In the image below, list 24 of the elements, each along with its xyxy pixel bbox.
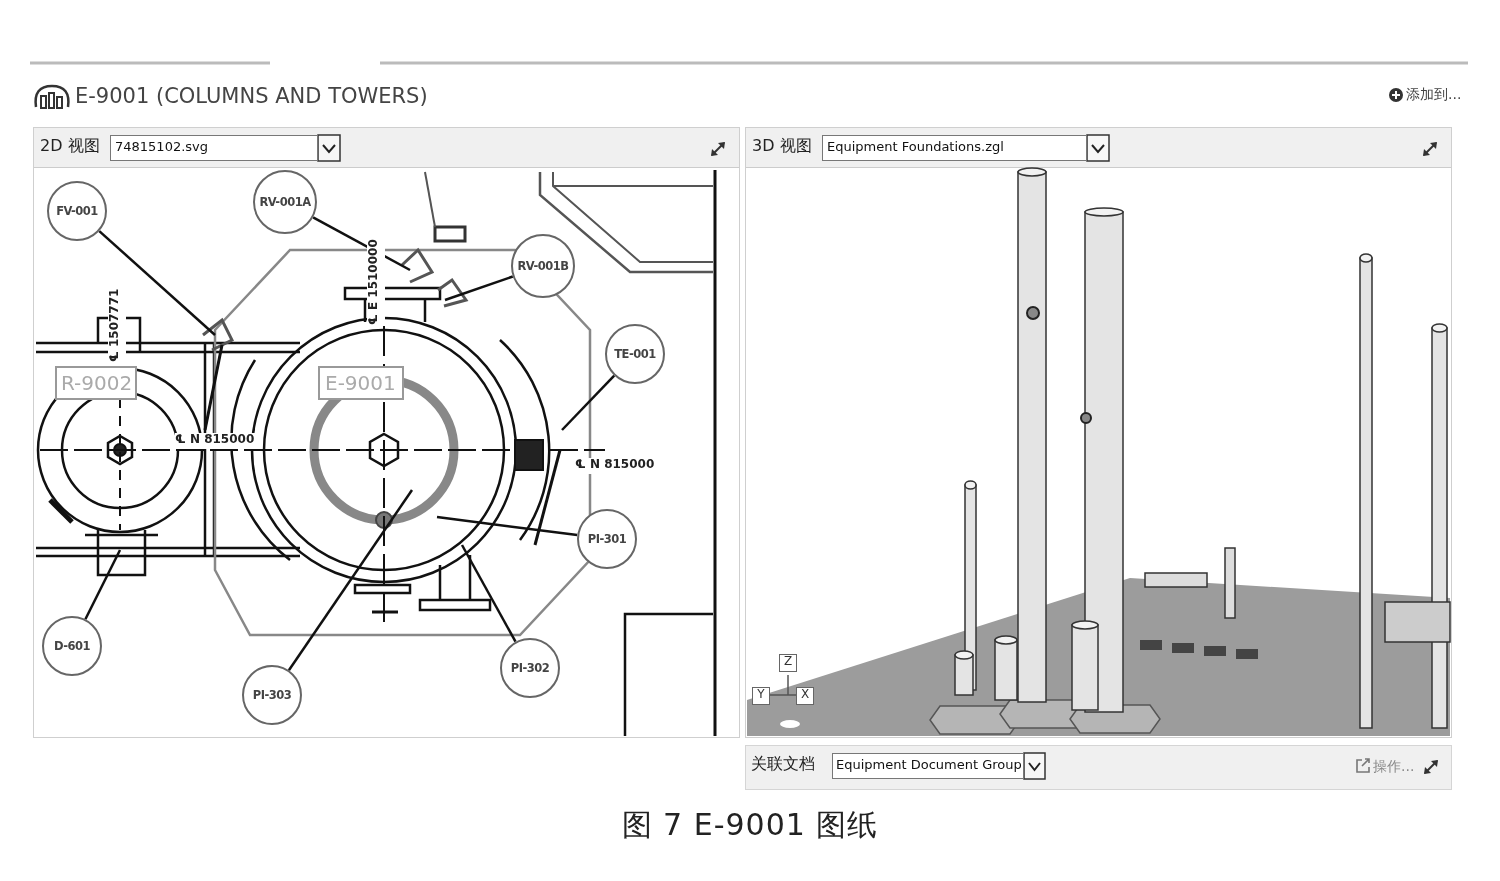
leader-line [460, 544, 517, 643]
axis-label: Y [752, 687, 770, 705]
tag-label: R-9002 [55, 366, 137, 400]
leader-line [561, 374, 616, 431]
view-label: 2D 视图 [40, 137, 101, 157]
heading: E-9001 (COLUMNS AND TOWERS) [75, 84, 429, 110]
view-label: 3D 视图 [752, 137, 813, 157]
menu-link: 添加到... [1406, 86, 1463, 104]
dropdown-field: 74815102.svg [110, 135, 318, 161]
dimension-text: ℄ N 815000 [175, 433, 257, 449]
axis-label: X [796, 687, 814, 705]
leader-line [287, 489, 414, 671]
leader-line [98, 230, 216, 336]
dimension-text: ℄ N 815000 [575, 458, 657, 474]
figure-caption: 图 7 E-9001 图纸 [620, 808, 880, 844]
dropdown-field: Equipment Foundations.zgl [822, 135, 1087, 161]
section-label: 关联文档 [751, 755, 816, 775]
leader-line [84, 549, 122, 620]
dropdown-field: Equipment Document Group [832, 753, 1024, 779]
tag-label: E-9001 [318, 366, 404, 400]
leader-line [444, 275, 514, 302]
leader-line [436, 515, 578, 537]
axis-label: Z [779, 654, 797, 672]
action-link: 操作... [1373, 758, 1416, 776]
